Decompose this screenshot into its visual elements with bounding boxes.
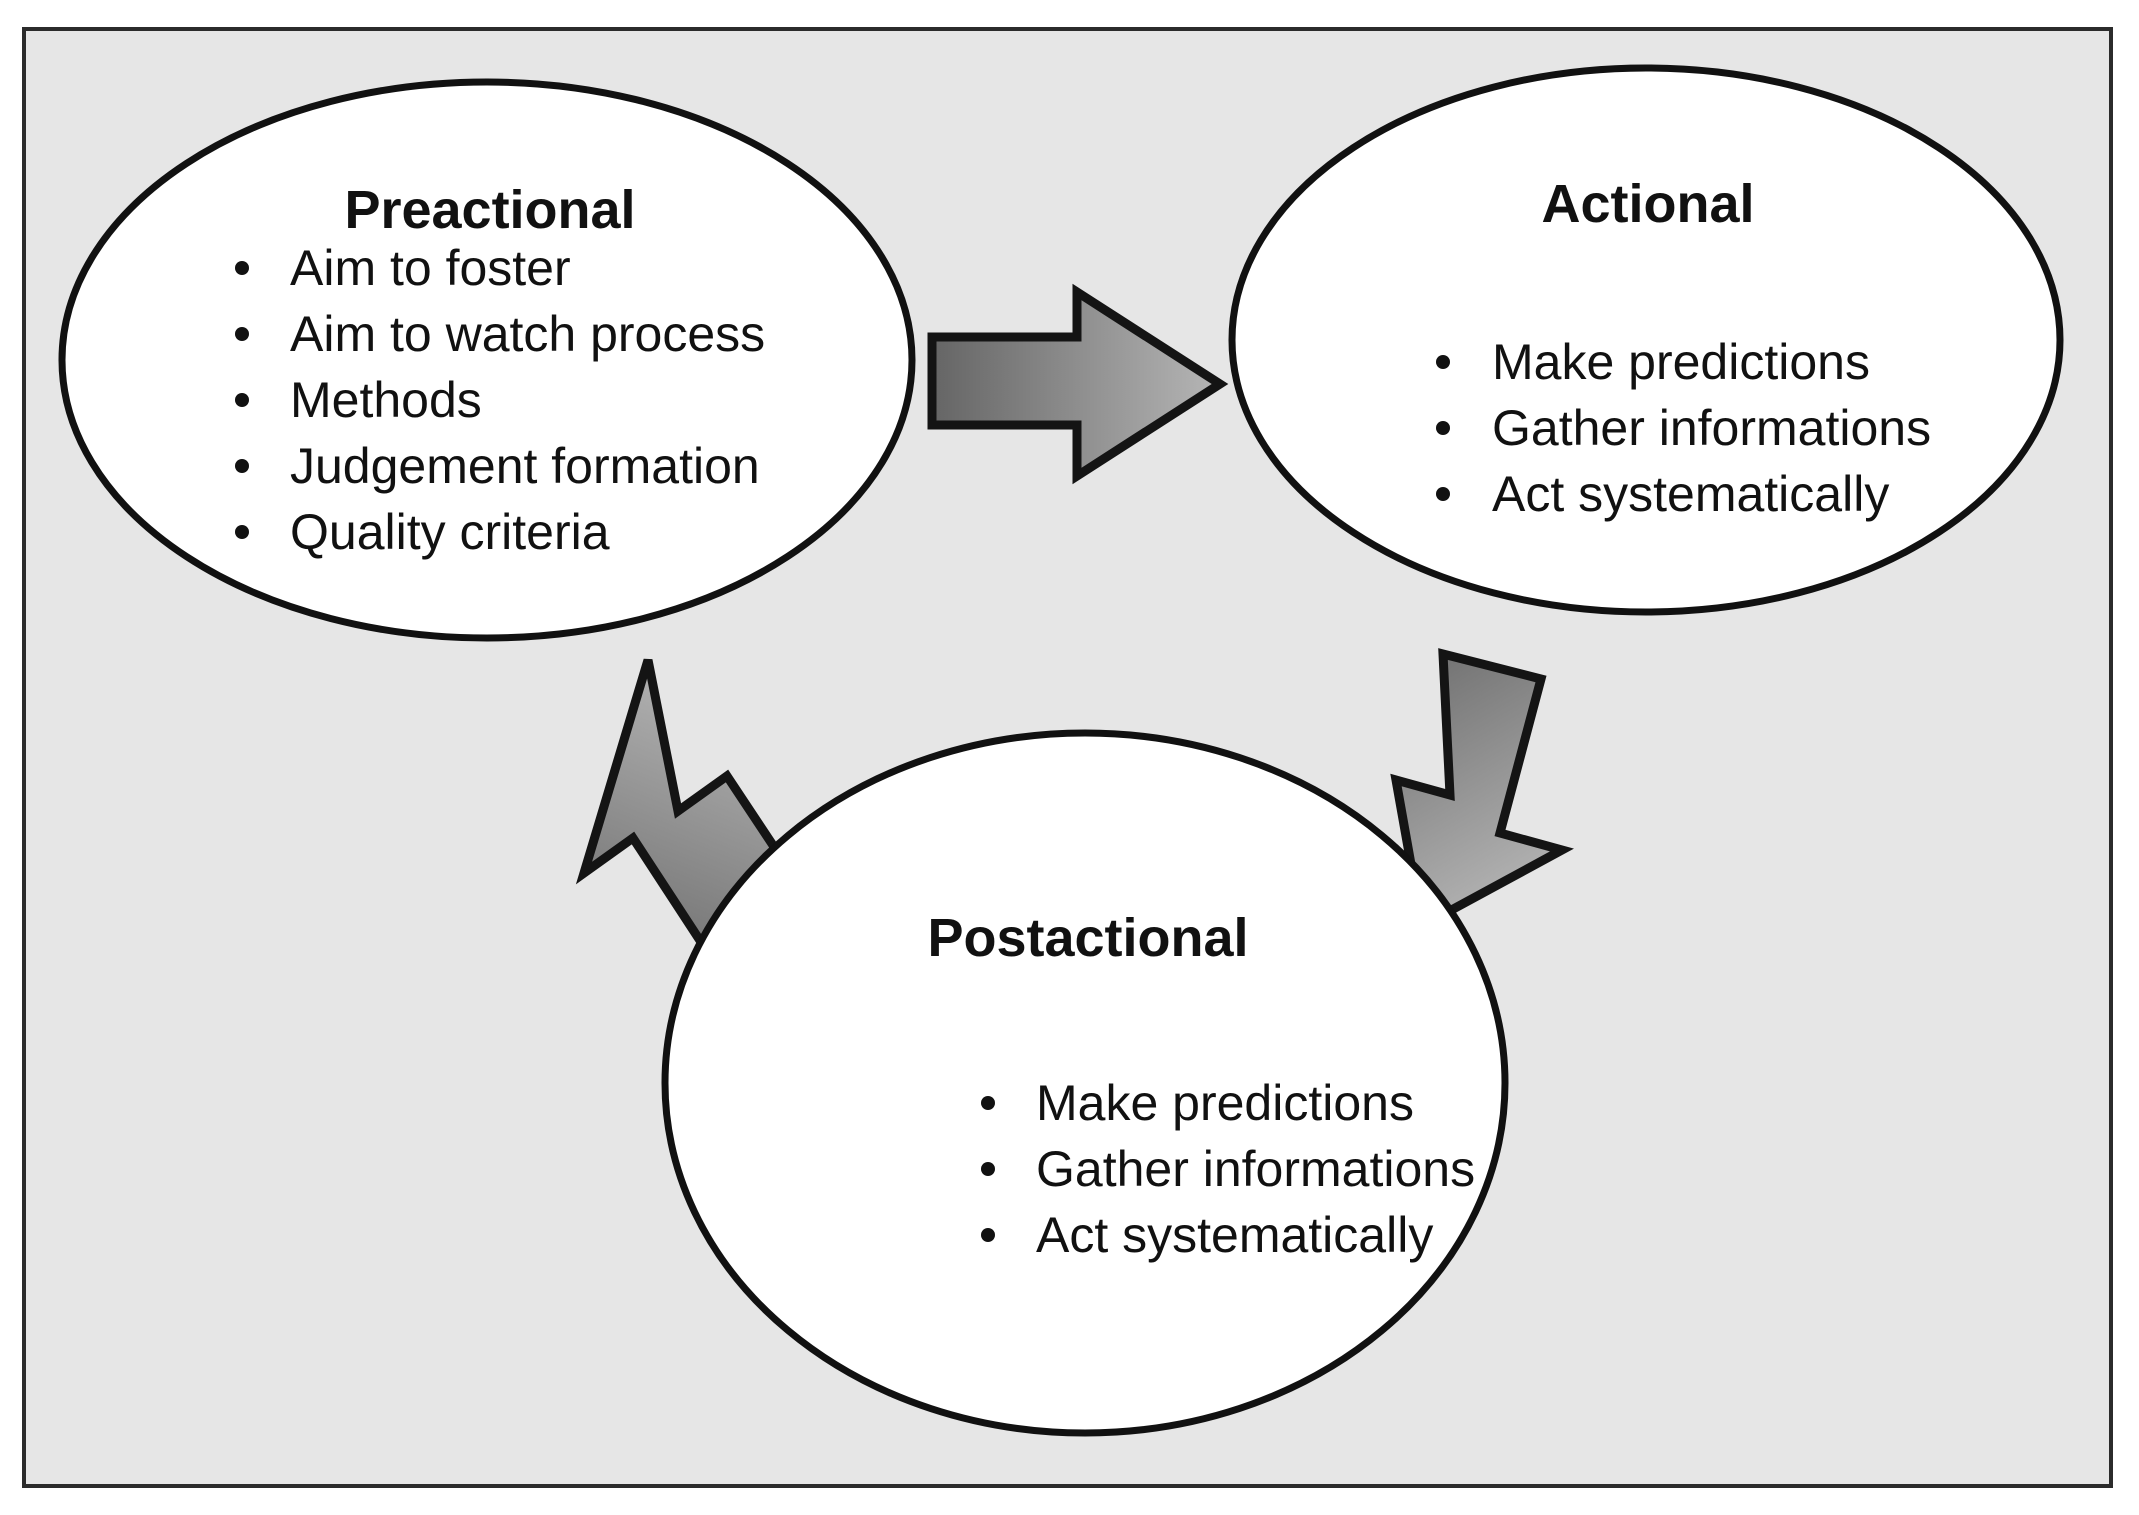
postactional-item-0: Make predictions [1036,1075,1414,1131]
arrow-actional-to-postactional [1390,648,1574,933]
postactional-item-2: Act systematically [1036,1207,1433,1263]
bullet-icon [235,327,249,341]
bullet-icon [981,1162,995,1176]
bullet-icon [981,1096,995,1110]
preactional-item-4: Quality criteria [290,504,610,560]
actional-item-0: Make predictions [1492,334,1870,390]
actional-item-2: Act systematically [1492,466,1889,522]
bullet-icon [981,1228,995,1242]
preactional-ellipse[interactable] [58,78,916,642]
actional-item-1: Gather informations [1492,400,1931,456]
actional-title: Actional [1541,174,1754,234]
node-postactional[interactable]: Postactional Make predictions Gather inf… [661,729,1509,1437]
bullet-icon [1436,487,1450,501]
bullet-icon [235,525,249,539]
postactional-title: Postactional [927,908,1248,968]
preactional-title: Preactional [344,180,635,240]
preactional-item-3: Judgement formation [290,438,760,494]
actional-ellipse[interactable] [1228,64,2064,616]
bullet-icon [235,261,249,275]
bullet-icon [235,393,249,407]
arrow-preactional-to-actional [927,283,1229,485]
node-actional[interactable]: Actional Make predictions Gather informa… [1228,64,2064,616]
preactional-item-1: Aim to watch process [290,306,765,362]
bullet-icon [1436,355,1450,369]
postactional-item-1: Gather informations [1036,1141,1475,1197]
preactional-item-0: Aim to foster [290,240,571,296]
node-preactional[interactable]: Preactional Aim to foster Aim to watch p… [58,78,916,642]
bullet-icon [1436,421,1450,435]
bullet-icon [235,459,249,473]
preactional-item-2: Methods [290,372,482,428]
postactional-ellipse[interactable] [661,729,1509,1437]
